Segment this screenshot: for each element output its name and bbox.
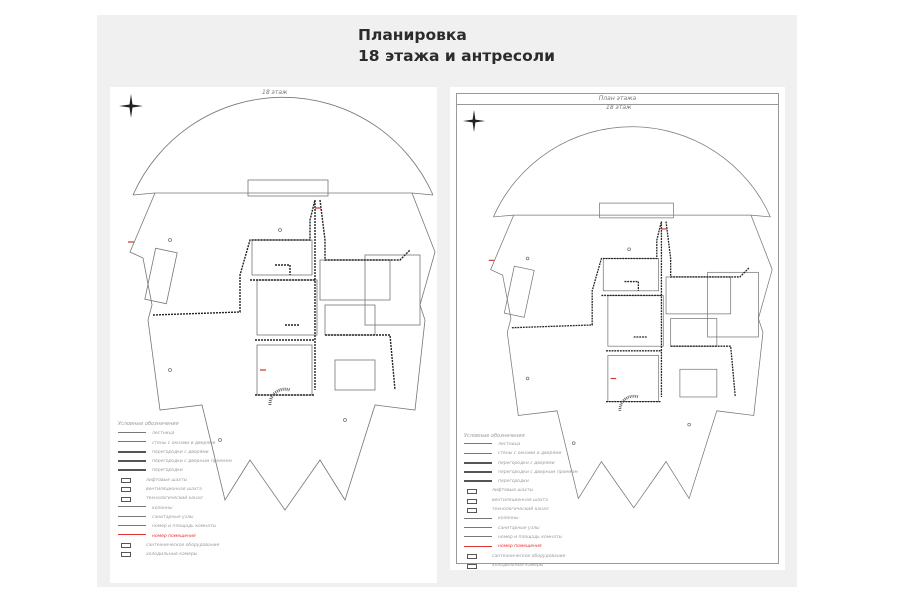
legend-item: лестница <box>464 441 578 450</box>
title-line-2: 18 этажа и антресоли <box>358 47 555 65</box>
legend-item: номер и площадь комнаты <box>464 534 578 543</box>
drawing-frame: План этажа <box>456 93 779 564</box>
legend-item: санитарные узлы <box>464 524 578 533</box>
legend-item: лифтовые шахты <box>118 476 232 485</box>
legend-item: перегородки <box>118 466 232 475</box>
floor-label: 18 этаж <box>606 104 632 111</box>
compass-icon <box>462 109 486 133</box>
legend-item: вентиляционная шахта <box>464 496 578 505</box>
legend-item: номер помещения <box>118 532 232 541</box>
legend-item: лестница <box>118 429 232 438</box>
legend-item: номер и площадь комнаты <box>118 522 232 531</box>
sheet-header: План этажа <box>457 94 778 105</box>
legend-heading: Условные обозначения <box>118 421 179 427</box>
legend-item: перегородки с дверями <box>464 459 578 468</box>
legend-item: технологический канал <box>464 506 578 515</box>
legend-item: стены с окнами и дверями <box>464 450 578 459</box>
legend-item: перегородки с дверным проемом <box>118 457 232 466</box>
legend-item: стены с окнами и дверями <box>118 439 232 448</box>
legend-item: колонны <box>118 504 232 513</box>
legend-item: сантехническое оборудование <box>118 541 232 550</box>
legend-item: перегородки с дверным проемом <box>464 468 578 477</box>
legend-item: лифтовые шахты <box>464 487 578 496</box>
page-title: Планировка 18 этажа и антресоли <box>358 25 555 67</box>
legend-item: перегородки <box>464 478 578 487</box>
legend: Условные обозначения лестница стены с ок… <box>118 420 232 559</box>
legend-item: санитарные узлы <box>118 513 232 522</box>
legend-item: номер помещения <box>464 543 578 552</box>
title-line-1: Планировка <box>358 26 467 44</box>
legend-heading: Условные обозначения <box>464 433 525 439</box>
legend-item: колонны <box>464 515 578 524</box>
legend-item: перегородки с дверями <box>118 448 232 457</box>
legend-item: технологический канал <box>118 494 232 503</box>
legend-item: холодильные камеры <box>464 561 578 570</box>
floor-plan-sheet-right: План этажа 18 этаж Условные обозначения … <box>450 87 785 570</box>
legend-item: сантехническое оборудование <box>464 552 578 561</box>
legend: Условные обозначения лестница стены с ок… <box>464 432 578 571</box>
floor-label: 18 этаж <box>262 89 288 96</box>
legend-item: вентиляционная шахта <box>118 485 232 494</box>
compass-icon <box>119 94 143 118</box>
legend-item: холодильные камеры <box>118 550 232 559</box>
floor-plan-sheet-left: 18 этаж Условные обозначения лестница ст… <box>110 87 437 583</box>
